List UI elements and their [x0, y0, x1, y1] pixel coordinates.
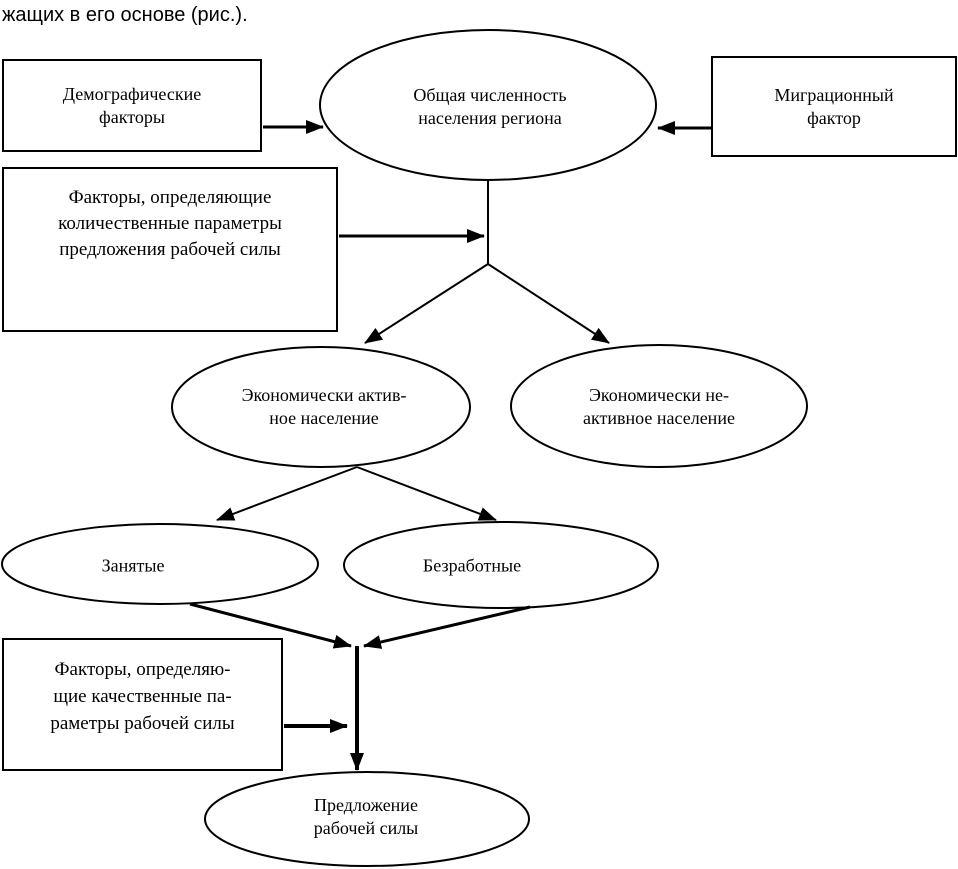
employed-label: Занятые	[101, 555, 165, 576]
arrow-active-to-employed	[216, 466, 358, 521]
migration-factor-label: Миграционный фактор	[774, 84, 894, 128]
arrow-population-to-inactive	[487, 263, 610, 344]
qualitative-factors-box: Факторы, определяю- щие качественные па-…	[2, 638, 283, 771]
migration-factor-box: Миграционный фактор	[711, 56, 957, 157]
economically-active-ellipse	[171, 346, 471, 468]
labor-supply-label: Предложение рабочей силы	[313, 795, 419, 838]
quantitative-factors-box: Факторы, определяющие количественные пар…	[2, 167, 338, 332]
page-caption: жащих в его основе (рис.).	[2, 4, 248, 26]
demographic-factors-label: Демографические факторы	[62, 83, 202, 127]
qualitative-factors-label: Факторы, определяю- щие качественные па-…	[50, 659, 235, 734]
arrow-population-to-active	[364, 263, 489, 344]
labor-supply-ellipse	[204, 771, 530, 867]
economically-active-label: Экономически актив- ное население	[241, 385, 407, 428]
economically-inactive-ellipse	[510, 344, 808, 468]
economically-inactive-label: Экономически не- активное население	[583, 385, 735, 428]
unemployed-label: Безработные	[422, 555, 522, 576]
total-population-label: Общая численность населения региона	[413, 85, 567, 128]
arrow-employed-to-junction	[189, 602, 352, 649]
employed-ellipse	[1, 523, 319, 605]
arrow-unemployed-to-junction	[363, 605, 531, 649]
unemployed-ellipse	[343, 521, 659, 609]
quantitative-factors-label: Факторы, определяющие количественные пар…	[58, 187, 282, 260]
demographic-factors-box: Демографические факторы	[2, 59, 262, 152]
arrow-active-to-unemployed	[356, 466, 497, 521]
